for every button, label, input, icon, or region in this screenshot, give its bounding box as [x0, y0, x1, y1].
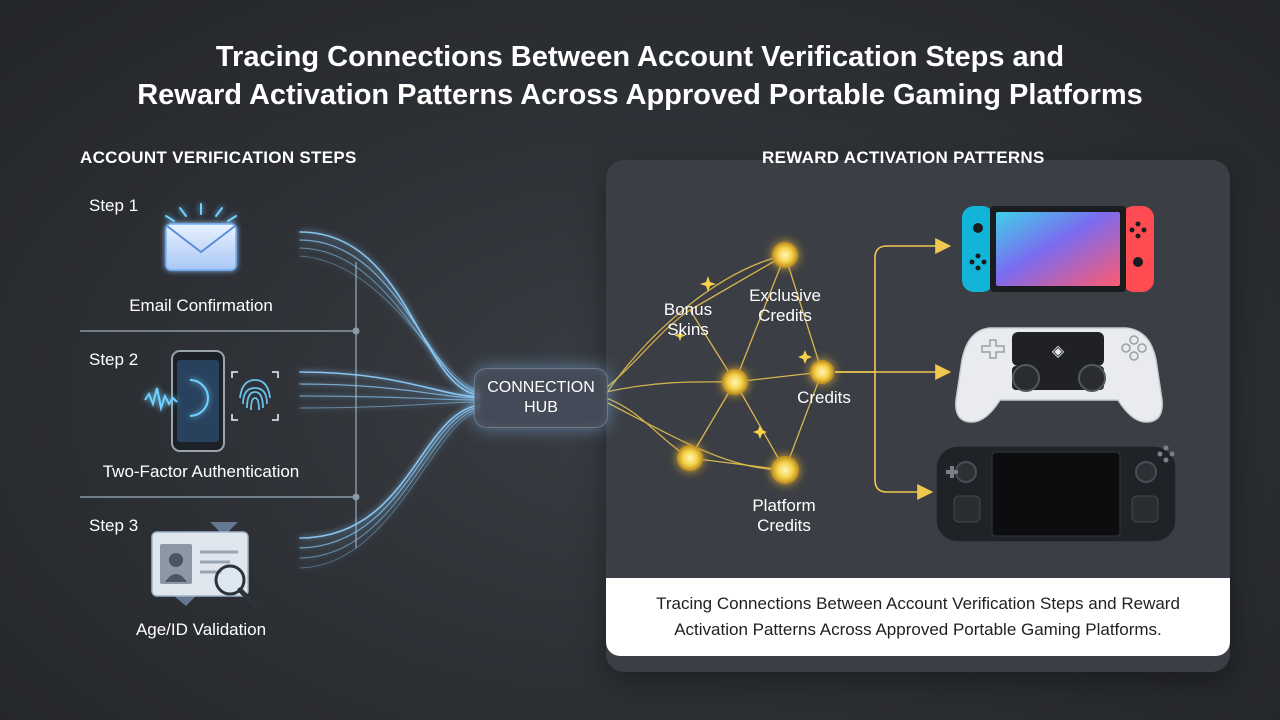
step-2-label: Step 2: [89, 350, 139, 369]
hub-label-line-1: CONNECTION: [487, 379, 595, 396]
step-3-label: Step 3: [89, 516, 139, 535]
reward-network-edges: [689, 254, 823, 471]
reward-node: [771, 456, 799, 484]
reward-label-bonus-skins: Bonus Skins: [652, 300, 724, 340]
reward-node: [772, 242, 798, 268]
caption-box: Tracing Connections Between Account Veri…: [606, 578, 1230, 656]
caption-text: Tracing Connections Between Account Veri…: [656, 594, 1180, 639]
sparkle-icons: [674, 276, 812, 439]
id-card-magnifier-icon: [151, 522, 259, 609]
reward-label-line: Bonus: [663, 300, 713, 319]
envelope-icon: [165, 203, 237, 271]
reward-node: [722, 369, 748, 395]
smartphone-fingerprint-icon: [144, 350, 279, 452]
handheld-switch-console-icon: [962, 206, 1154, 292]
step-3-name: Age/ID Validation: [135, 620, 267, 639]
hub-label-line-2: HUB: [524, 399, 558, 416]
reward-label-line: Credits: [797, 388, 851, 407]
reward-nodes: [677, 242, 834, 484]
title-line-2: Reward Activation Patterns Across Approv…: [137, 79, 1143, 111]
right-section-heading: REWARD ACTIVATION PATTERNS: [762, 148, 1045, 167]
game-controller-icon: ◈: [955, 327, 1163, 423]
page-title: Tracing Connections Between Account Veri…: [0, 38, 1280, 114]
connector-dots: [352, 327, 360, 501]
reward-node: [810, 360, 834, 384]
left-section-heading: ACCOUNT VERIFICATION STEPS: [80, 148, 357, 167]
reward-label-line: Exclusive: [749, 286, 821, 305]
handheld-pc-console-icon: [935, 445, 1177, 543]
svg-text:◈: ◈: [1052, 341, 1065, 360]
step-1-name: Email Confirmation: [129, 296, 273, 315]
connection-hub: CONNECTION HUB: [474, 368, 608, 428]
reward-node: [677, 445, 703, 471]
step-1-label: Step 1: [89, 196, 139, 215]
reward-label-platform-credits: Platform Credits: [738, 496, 830, 536]
fingerprint-icon: [231, 371, 279, 421]
reward-label-line: Credits: [757, 516, 811, 535]
platform-arrows: [835, 238, 952, 500]
verification-flow-lines: [299, 231, 481, 569]
reward-label-line: Platform: [752, 496, 816, 515]
reward-label-credits: Credits: [788, 388, 860, 408]
reward-label-line: Credits: [758, 306, 812, 325]
reward-label-line: Skins: [667, 320, 709, 339]
title-line-1: Tracing Connections Between Account Veri…: [215, 41, 1065, 73]
step-2-name: Two-Factor Authentication: [102, 462, 300, 481]
reward-label-exclusive-credits: Exclusive Credits: [738, 286, 832, 326]
